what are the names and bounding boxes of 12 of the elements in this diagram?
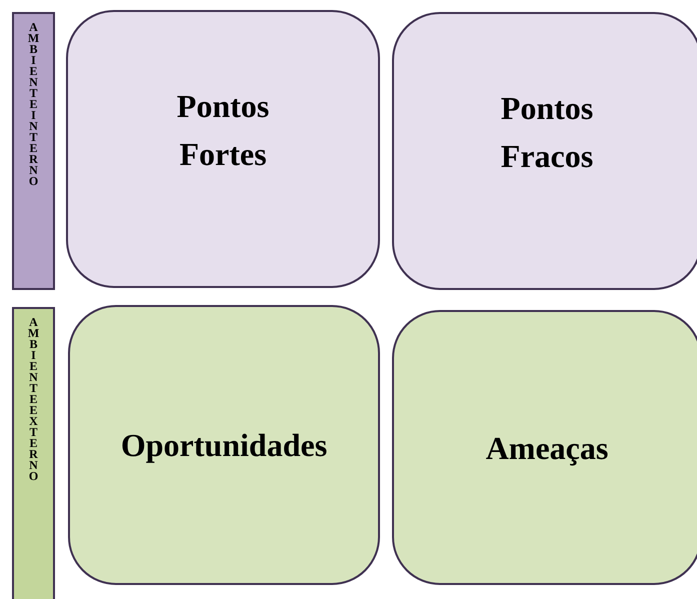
quadrant-box xyxy=(66,10,380,288)
quadrant-title: Oportunidades xyxy=(120,426,328,465)
side-label: AMBIENTEEXTERNO xyxy=(28,315,40,480)
quadrant-title: Ameaças xyxy=(486,428,608,468)
quadrant-box xyxy=(68,305,380,585)
side-label-bar xyxy=(12,307,55,599)
quadrant-box xyxy=(392,12,697,290)
side-label: AMBIENTEINTERNO xyxy=(28,20,40,185)
quadrant-box xyxy=(392,310,697,585)
quadrant-title: Pontos Fortes xyxy=(176,87,270,174)
quadrant-title: Pontos Fracos xyxy=(500,89,594,176)
side-label-bar xyxy=(12,12,55,290)
